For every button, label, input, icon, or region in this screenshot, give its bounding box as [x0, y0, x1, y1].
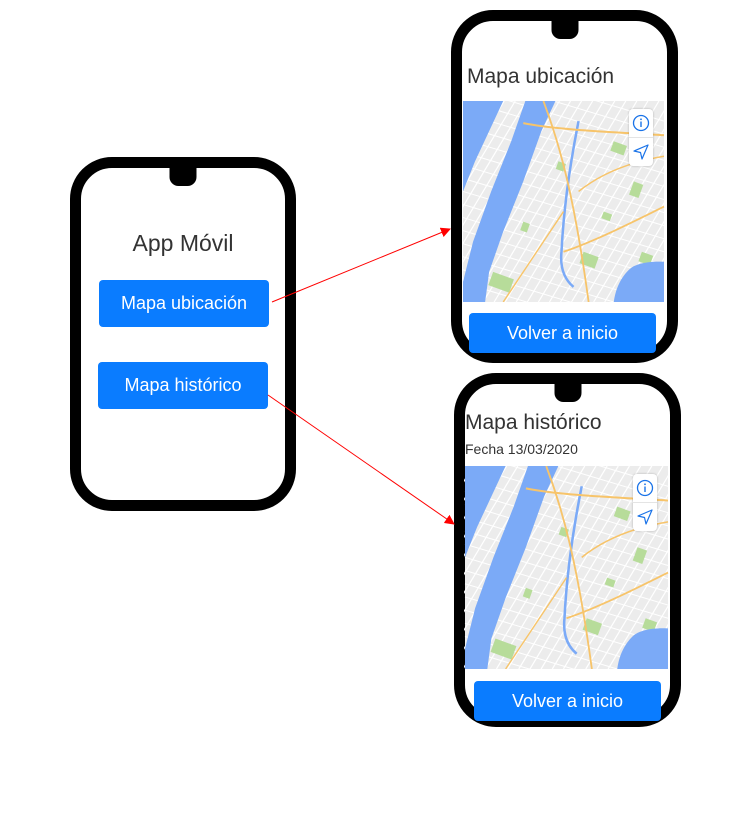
history-screen-title: Mapa histórico — [465, 411, 602, 434]
arrow-to-location-map — [271, 227, 451, 303]
location-screen-title: Mapa ubicación — [467, 65, 615, 88]
info-icon — [636, 479, 654, 497]
location-map-button[interactable]: Mapa ubicación — [99, 280, 269, 327]
history-map[interactable] — [464, 466, 669, 669]
map-controls — [633, 474, 657, 531]
info-button[interactable] — [633, 474, 657, 502]
phone-notch — [551, 20, 578, 39]
navigate-button[interactable] — [633, 502, 657, 531]
history-map-phone: Mapa histórico Fecha 13/03/2020 Volver a… — [454, 373, 681, 727]
navigate-button[interactable] — [629, 137, 653, 166]
info-icon — [632, 114, 650, 132]
back-to-home-button[interactable]: Volver a inicio — [469, 313, 656, 353]
history-map-button[interactable]: Mapa histórico — [98, 362, 268, 409]
home-phone: App Móvil Mapa ubicación Mapa histórico — [70, 157, 296, 511]
navigation-arrow-icon — [637, 509, 653, 525]
location-map-phone: Mapa ubicación Volver a inicio — [451, 10, 678, 363]
phone-notch — [169, 167, 197, 186]
app-title: App Móvil — [132, 230, 234, 256]
history-date: Fecha 13/03/2020 — [465, 441, 578, 457]
phone-notch — [554, 383, 581, 402]
navigation-arrow-icon — [633, 144, 649, 160]
location-map[interactable] — [462, 101, 665, 302]
info-button[interactable] — [629, 109, 653, 137]
back-to-home-button[interactable]: Volver a inicio — [474, 681, 661, 721]
map-controls — [629, 109, 653, 166]
